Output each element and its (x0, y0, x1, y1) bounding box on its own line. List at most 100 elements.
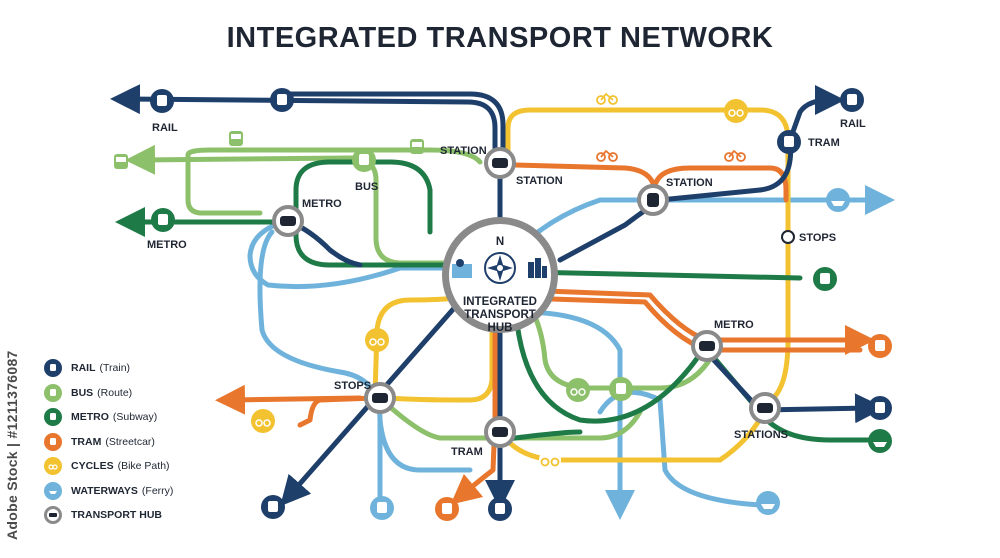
legend-item-waterways: WATERWAYS (Ferry) (44, 479, 244, 504)
station-node-right (637, 184, 669, 216)
label-stops-right: STOPS (799, 232, 836, 244)
bus-route-loop-left (185, 152, 263, 216)
bicycle-icon (539, 449, 561, 471)
metro-route-west (293, 159, 503, 268)
legend-name: WATERWAYS (71, 484, 138, 497)
watermark: Adobe Stock | #1211376087 (4, 350, 20, 540)
tram-route-east (652, 165, 789, 203)
ferry-icon (868, 429, 892, 453)
tram-icon (435, 497, 459, 521)
train-icon (488, 497, 512, 521)
station-node-metro (272, 205, 304, 237)
legend-name: RAIL (71, 362, 96, 375)
metro-icon (813, 267, 837, 291)
train-icon (150, 89, 174, 113)
label-stops-left: STOPS (334, 380, 371, 392)
legend-desc: (Streetcar) (105, 435, 155, 448)
legend: RAIL (Train) BUS (Route) METRO (Subway) … (44, 356, 244, 528)
train-icon (840, 88, 864, 112)
rail-route-ne (557, 85, 845, 263)
label-station-top: STATION (440, 145, 487, 157)
hub-label-line2: TRANSPORT (464, 309, 536, 321)
legend-desc: (Route) (97, 386, 133, 399)
legend-item-transport-hub: TRANSPORT HUB (44, 503, 244, 528)
hub-label-line3: HUB (488, 322, 513, 334)
label-station-mid: STATION (516, 175, 563, 187)
label-metro-node: METRO (302, 198, 342, 210)
station-node-stops-left (364, 382, 396, 414)
line-icons (114, 88, 892, 521)
legend-name: BUS (71, 386, 94, 399)
label-station-right: STATION (666, 177, 713, 189)
station-node-top (484, 147, 516, 179)
bicycle-icon (566, 378, 590, 402)
bicycle-icon (44, 457, 62, 476)
tram-lines (215, 162, 875, 505)
legend-name: METRO (71, 411, 109, 424)
bus-icon (114, 154, 128, 169)
train-icon (270, 88, 294, 112)
ferry-icon (44, 481, 62, 500)
tram-icon (777, 130, 801, 154)
transport-hub: N INTEGRATED TRANSPORT HUB (442, 217, 558, 334)
bus-icon (609, 377, 633, 401)
label-tram-top: TRAM (808, 137, 840, 149)
legend-desc: (Ferry) (141, 484, 174, 497)
train-icon (44, 359, 62, 378)
legend-item-metro: METRO (Subway) (44, 405, 244, 430)
legend-desc: (Train) (99, 362, 131, 375)
label-stations-bottom: STATIONS (734, 429, 788, 441)
ferry-icon (756, 491, 780, 515)
metro-route-se (512, 297, 873, 443)
bus-icon (229, 131, 243, 146)
tram-route-south (450, 297, 498, 505)
tram-icon (868, 334, 892, 358)
legend-item-rail: RAIL (Train) (44, 356, 244, 381)
bicycle-icon (724, 149, 746, 162)
legend-item-bus: BUS (Route) (44, 381, 244, 406)
label-rail-right: RAIL (840, 118, 866, 130)
legend-desc: (Subway) (112, 411, 158, 424)
city-buildings-icon (528, 258, 547, 278)
map-labels: RAIL RAIL METRO METRO BUS STATION STATIO… (147, 118, 866, 458)
station-node-stations (749, 392, 781, 424)
station-node-tram (484, 416, 516, 448)
cycle-route-north (505, 107, 791, 408)
legend-name: CYCLES (71, 460, 114, 473)
rail-route-north-a (110, 84, 498, 168)
bus-icon (410, 139, 424, 154)
hub-icon (44, 506, 62, 525)
hub-label-line1: INTEGRATED (463, 296, 537, 308)
legend-item-cycles: CYCLES (Bike Path) (44, 454, 244, 479)
train-icon (868, 396, 892, 420)
cycle-lines (372, 107, 791, 463)
legend-item-tram: TRAM (Streetcar) (44, 430, 244, 455)
station-nodes (272, 147, 795, 448)
bicycle-icon (724, 99, 748, 123)
bus-icon (44, 383, 62, 402)
page-title: INTEGRATED TRANSPORT NETWORK (226, 22, 774, 54)
legend-desc: (Bike Path) (117, 460, 170, 473)
bus-icon (370, 496, 394, 520)
compass-north-label: N (496, 236, 504, 248)
ferry-icon (826, 188, 850, 212)
train-icon (261, 495, 285, 519)
bicycle-icon (596, 149, 618, 162)
label-metro-right: METRO (714, 319, 754, 331)
tram-icon (44, 432, 62, 451)
metro-route-east (522, 269, 803, 281)
bicycle-icon (365, 328, 389, 352)
legend-name: TRANSPORT HUB (71, 509, 162, 522)
metro-icon (151, 208, 175, 232)
bus-route-top (185, 147, 483, 165)
rail-route-north-b (277, 91, 506, 168)
label-bus: BUS (355, 181, 378, 193)
compass-icon (484, 252, 516, 284)
station-node-metro-right (691, 330, 723, 362)
cycle-route-south (497, 407, 768, 463)
label-rail-left: RAIL (152, 122, 178, 134)
bicycle-icon (251, 409, 275, 433)
metro-icon (44, 408, 62, 427)
bicycle-icon (596, 92, 618, 105)
